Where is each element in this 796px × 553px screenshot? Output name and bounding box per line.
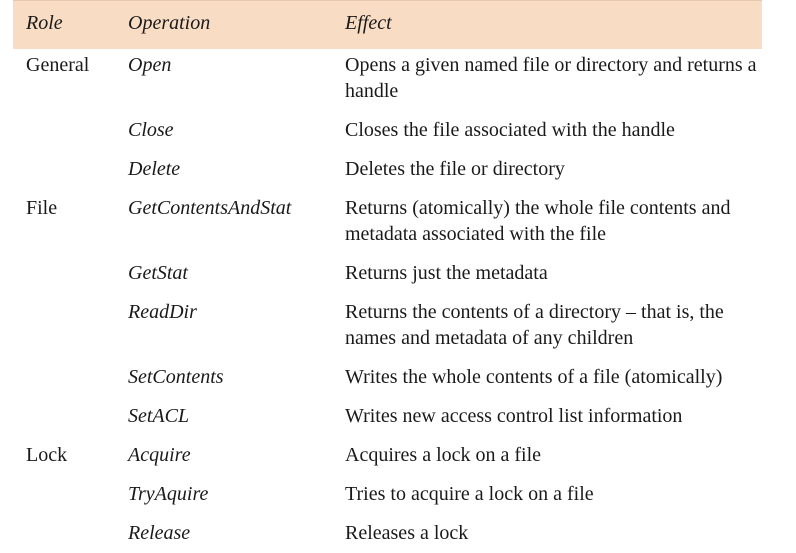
table-header: Role Operation Effect	[13, 0, 762, 49]
header-operation: Operation	[128, 12, 211, 34]
effect-cell: Returns the contents of a directory – th…	[345, 301, 724, 349]
role-cell: Lock	[26, 444, 68, 466]
operation-cell: GetStat	[128, 262, 188, 284]
effect-cell: Returns (atomically) the whole file cont…	[345, 197, 731, 245]
role-cell: File	[26, 197, 58, 219]
operation-cell: Open	[128, 54, 172, 76]
operation-cell: SetContents	[128, 366, 224, 388]
effect-cell: Writes the whole contents of a file (ato…	[345, 366, 723, 388]
operation-cell: ReadDir	[128, 301, 197, 323]
effect-cell: Acquires a lock on a file	[345, 444, 542, 466]
effect-cell: Releases a lock	[345, 522, 469, 544]
effect-cell: Opens a given named file or directory an…	[345, 54, 757, 102]
header-role: Role	[26, 12, 63, 34]
effect-cell: Tries to acquire a lock on a file	[345, 483, 594, 505]
effect-cell: Deletes the file or directory	[345, 158, 565, 180]
effect-cell: Closes the file associated with the hand…	[345, 119, 675, 141]
effect-cell: Writes new access control list informati…	[345, 405, 683, 427]
operation-cell: GetContentsAndStat	[128, 197, 292, 219]
operation-cell: Close	[128, 119, 174, 141]
effect-cell: Returns just the metadata	[345, 262, 548, 284]
operations-table: Role Operation Effect General Open Opens…	[13, 0, 762, 544]
operation-cell: Acquire	[128, 444, 191, 466]
operation-cell: Delete	[128, 158, 181, 180]
role-cell: General	[26, 54, 90, 76]
operation-cell: SetACL	[128, 405, 190, 427]
operation-cell: TryAquire	[128, 483, 209, 505]
header-effect: Effect	[345, 12, 392, 34]
operation-cell: Release	[128, 522, 191, 544]
